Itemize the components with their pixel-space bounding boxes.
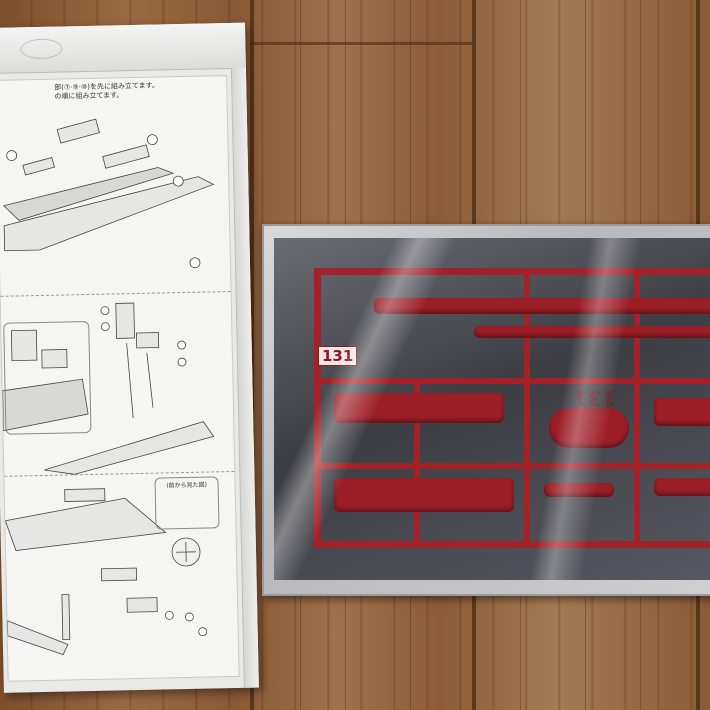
small-part — [544, 483, 614, 497]
turret-part — [56, 118, 100, 144]
tower-part — [115, 302, 135, 339]
sprue-runner — [524, 268, 530, 548]
deck-part — [126, 597, 158, 613]
hull-part — [44, 421, 215, 475]
turret-part — [102, 144, 150, 169]
hull-section-part — [334, 478, 514, 512]
sprue-runner — [314, 378, 710, 384]
tray-cavity: 131 131 — [274, 238, 710, 580]
sprue-runner — [634, 268, 640, 548]
hull-section-part — [334, 393, 504, 423]
turret-part — [64, 488, 106, 502]
hull-part — [2, 378, 89, 432]
hull-part — [3, 176, 215, 252]
front-view-inset: (前から見た図) — [154, 476, 220, 530]
turret-part — [549, 408, 629, 448]
hull-part — [4, 497, 167, 552]
sprue-runner — [314, 268, 710, 275]
hull-long-part — [474, 326, 710, 338]
sprue-runner — [314, 268, 321, 548]
floor-board-seam — [250, 42, 472, 45]
fin-part — [654, 398, 710, 426]
sprue-tag: 131 — [318, 346, 358, 366]
turret-part — [22, 156, 55, 176]
bridge-part — [41, 349, 68, 369]
tower-part — [136, 332, 160, 349]
bridge-part — [10, 329, 38, 362]
detail-inset — [3, 320, 92, 435]
sprue-runner — [414, 378, 420, 548]
box-lid: 部(⑦·⑨·⑩)を先に組み立てます。 の順に組み立てます。 — [0, 22, 259, 693]
sprue-tray: 131 131 — [262, 224, 710, 596]
front-view-label: (前から見た図) — [166, 481, 208, 490]
deck-part — [100, 567, 138, 582]
hull-long-part — [374, 298, 710, 314]
sprue-runner — [314, 541, 710, 548]
brand-logo-icon — [20, 38, 63, 60]
instruction-sheet: 部(⑦·⑨·⑩)を先に組み立てます。 の順に組み立てます。 — [0, 75, 240, 682]
assembly-diagram — [2, 118, 215, 656]
floor-board-seam — [250, 0, 254, 710]
sprue-runner — [314, 463, 710, 469]
small-part — [654, 478, 710, 496]
lid-flap — [0, 22, 246, 74]
hull-part — [2, 167, 175, 221]
anchor-part — [61, 594, 71, 641]
hull-part — [7, 620, 69, 656]
plastic-bag-reflection — [274, 238, 710, 580]
